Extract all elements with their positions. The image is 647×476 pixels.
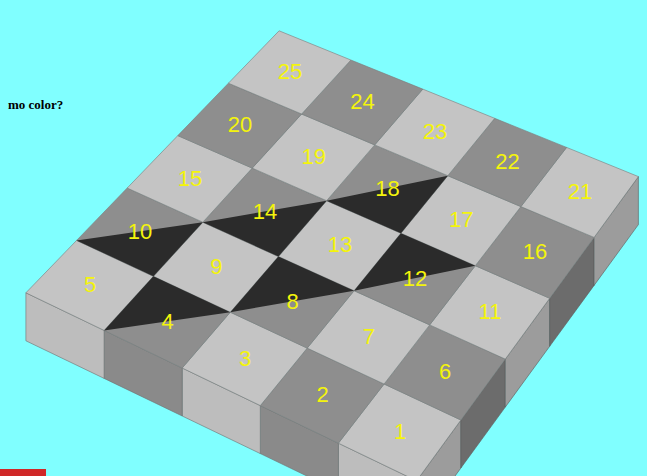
tile-number: 7 (363, 326, 375, 348)
tile-number: 20 (228, 114, 252, 136)
dark-triangle (327, 176, 448, 234)
tile-number: 4 (161, 311, 173, 333)
tile-number: 3 (239, 348, 251, 370)
board-tile (228, 31, 351, 114)
tile-number: 21 (568, 181, 592, 203)
tile-number: 5 (84, 274, 96, 296)
tile-number: 22 (495, 151, 519, 173)
dark-triangle (354, 233, 475, 291)
tile-number: 25 (278, 61, 302, 83)
tile-number: 10 (128, 221, 152, 243)
tile-number: 23 (423, 121, 447, 143)
tile-number: 6 (439, 361, 451, 383)
tile-number: 9 (210, 256, 222, 278)
tile-number: 1 (394, 421, 406, 443)
dark-triangle (203, 201, 327, 257)
tile-number: 15 (178, 168, 202, 190)
tile-number: 11 (479, 301, 502, 323)
tile-number: 19 (302, 146, 326, 168)
tile-number: 14 (253, 201, 277, 223)
question-text: mo color? (8, 98, 63, 111)
tile-number: 8 (286, 291, 298, 313)
tile-number: 12 (403, 268, 427, 290)
tile-number: 24 (350, 91, 374, 113)
dark-triangle (230, 257, 354, 313)
tile-number: 2 (316, 384, 328, 406)
red-bar (0, 469, 46, 476)
tile-number: 18 (375, 178, 399, 200)
tile-number: 13 (328, 234, 352, 256)
tile-number: 17 (449, 209, 473, 231)
tile-number: 16 (523, 241, 547, 263)
